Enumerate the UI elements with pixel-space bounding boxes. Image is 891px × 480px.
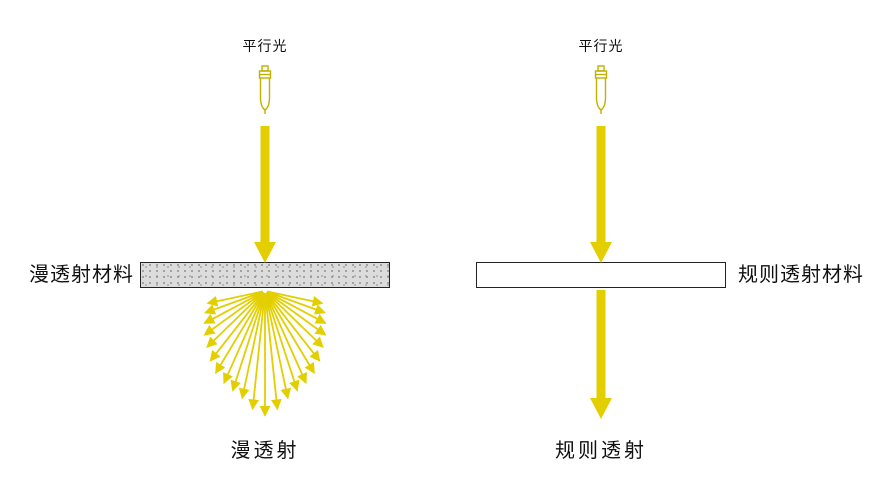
- scattered-ray: [230, 292, 266, 392]
- scattered-ray: [265, 292, 321, 362]
- regular-material-bar: [476, 262, 726, 288]
- scattered-ray: [265, 292, 315, 374]
- lamp-icon-left: [258, 65, 272, 114]
- parallel-light-label-right: 平行光: [578, 38, 624, 54]
- scattered-ray: [215, 292, 265, 374]
- scattered-rays: [203, 290, 327, 417]
- scattered-ray: [248, 293, 266, 411]
- scattered-ray: [265, 292, 307, 385]
- parallel-light-label-left: 平行光: [242, 38, 288, 54]
- scattered-ray: [206, 292, 264, 348]
- scattered-ray: [209, 292, 265, 362]
- transmitted-beam-arrow-right: [590, 290, 612, 419]
- scattered-ray: [203, 291, 264, 324]
- scattered-ray: [264, 292, 292, 400]
- scattered-ray: [266, 291, 326, 315]
- scattered-ray: [264, 292, 300, 392]
- lamp-icon-right: [594, 65, 608, 114]
- scattered-ray: [264, 293, 282, 411]
- regular-transmission-caption: 规则透射: [555, 440, 647, 462]
- scattered-ray: [266, 290, 324, 307]
- scattered-ray: [206, 290, 264, 307]
- diffuse-transmission-caption: 漫透射: [230, 440, 300, 462]
- scattered-ray: [266, 291, 327, 336]
- incident-beam-arrow-left: [254, 126, 276, 263]
- scattered-ray: [238, 292, 266, 400]
- scattered-ray: [223, 292, 265, 385]
- incident-beam-arrow-right: [590, 126, 612, 263]
- scattered-ray: [266, 291, 327, 324]
- scattered-ray: [266, 292, 324, 348]
- diffuse-material-label: 漫透射材料: [29, 264, 134, 286]
- scattered-ray: [203, 291, 264, 336]
- regular-material-label: 规则透射材料: [738, 264, 864, 286]
- diffuse-material-bar: [140, 262, 390, 288]
- scattered-ray: [204, 291, 264, 315]
